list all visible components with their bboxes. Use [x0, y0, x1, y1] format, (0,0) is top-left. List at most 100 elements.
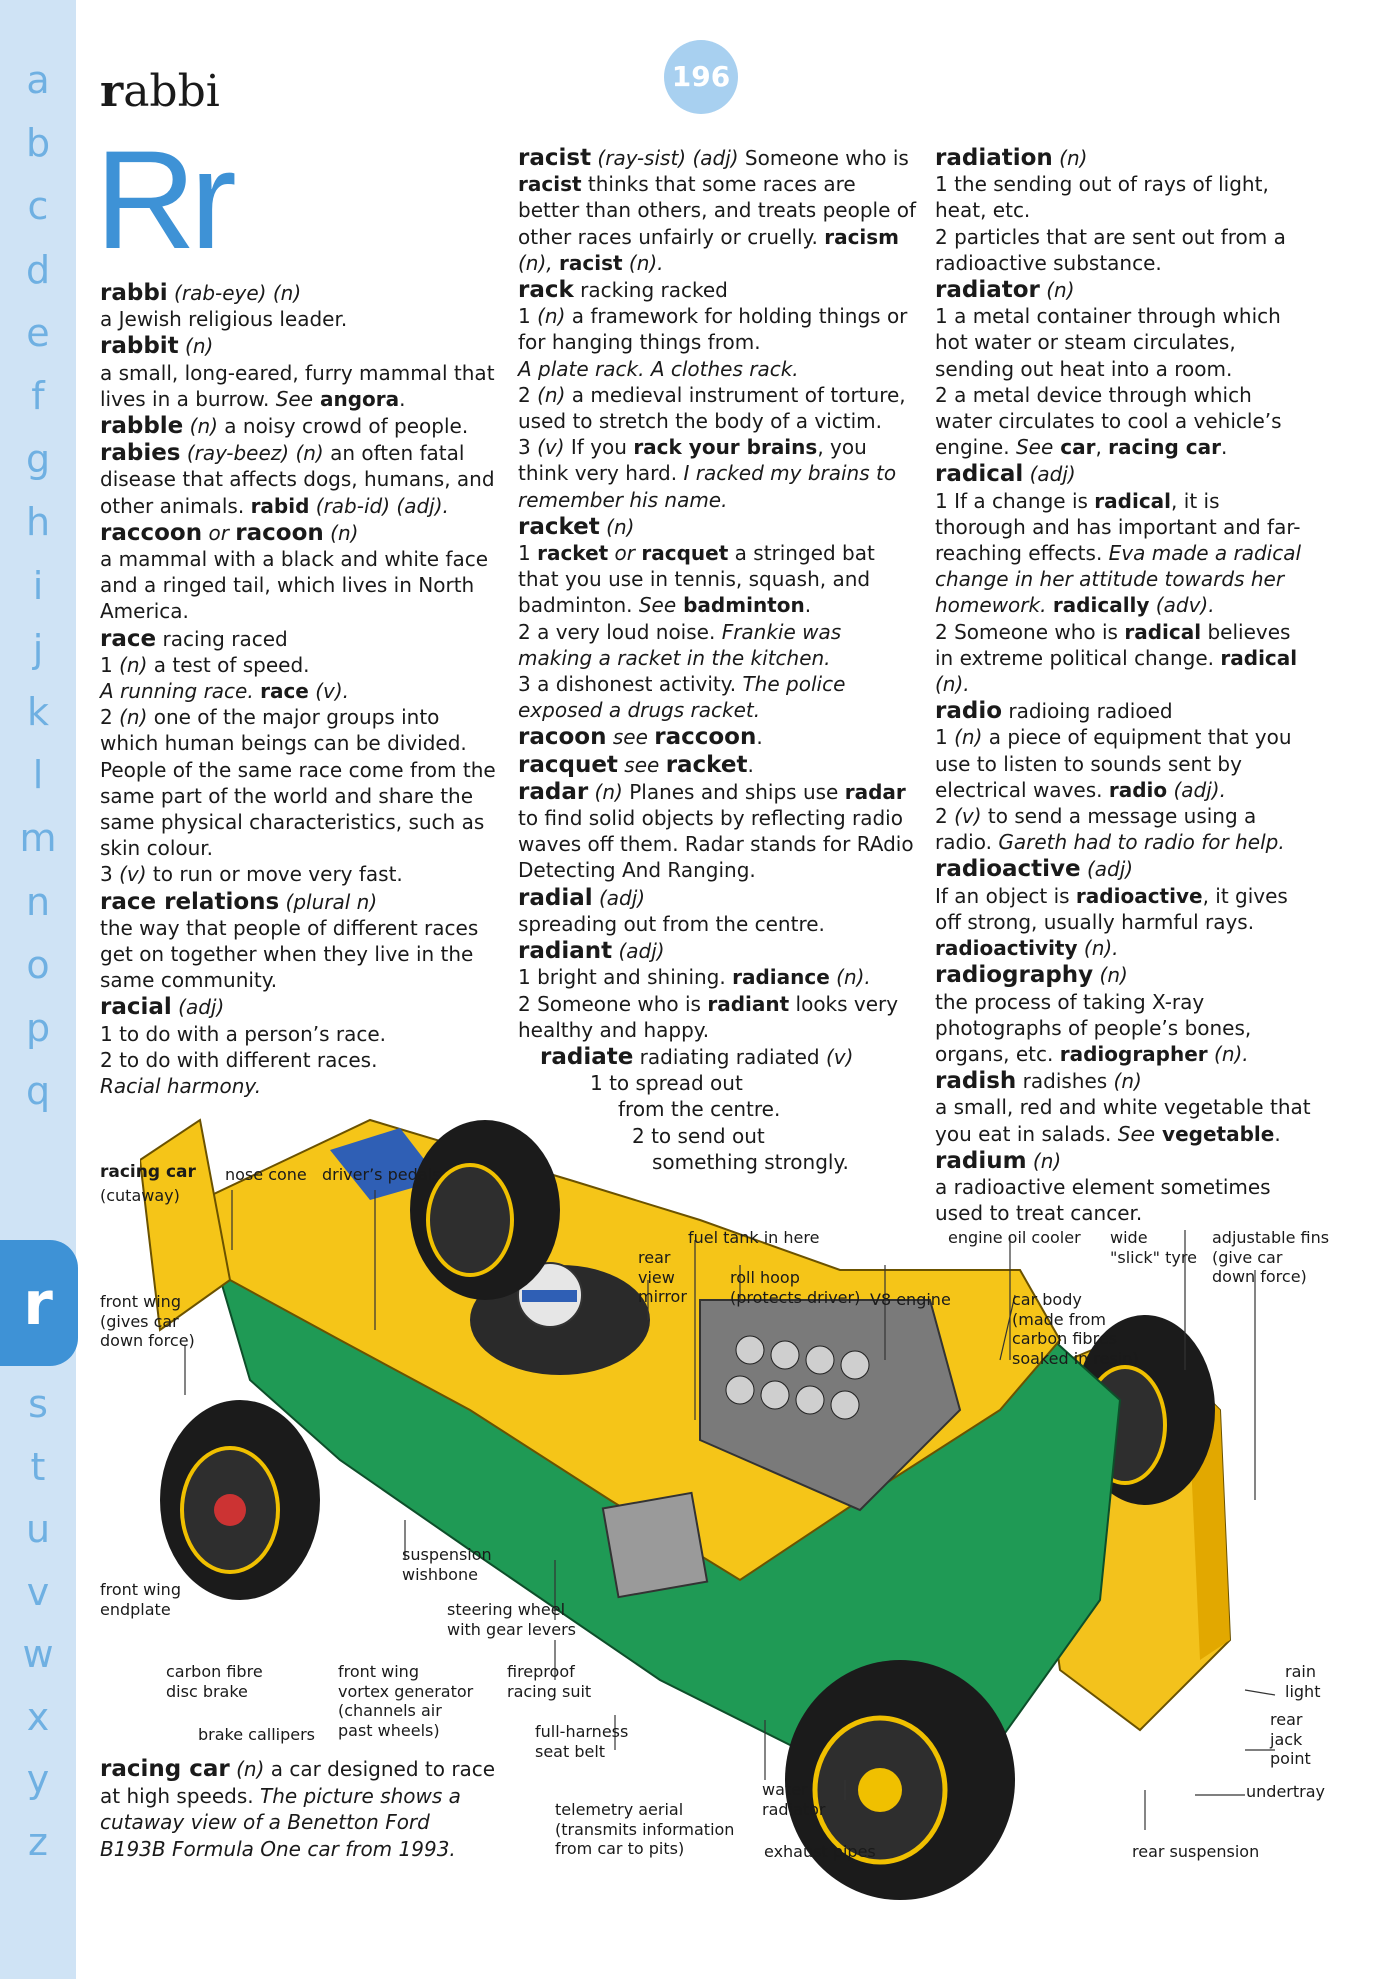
callout-roll-hoop: roll hoop (protects driver) — [730, 1268, 861, 1307]
entry-radio: radio radioing radioed 1 (n) a piece of … — [935, 698, 1315, 855]
keyword: radiant — [707, 991, 790, 1016]
alphabet-letter-u[interactable]: u — [25, 1507, 51, 1551]
callout-suspension-wishbone: suspension wishbone — [402, 1545, 492, 1584]
entry-radial: radial (adj)spreading out from the centr… — [518, 885, 918, 937]
alphabet-letter-m[interactable]: m — [19, 816, 57, 861]
cross-reference[interactable]: vegetable — [1155, 1121, 1275, 1146]
derived-word: radically — [1052, 593, 1150, 618]
keyword: radical — [1094, 488, 1172, 513]
definition: , it is thorough and has important and f… — [935, 488, 1301, 566]
alphabet-letter-d[interactable]: d — [25, 247, 51, 292]
entry-rack: rack racking racked 1 (n) a framework fo… — [518, 277, 918, 513]
cross-reference[interactable]: angora — [313, 386, 400, 411]
example: Gareth had to radio for help. — [998, 830, 1285, 855]
column-1: rabbi (rab-eye) (n)a Jewish religious le… — [100, 280, 500, 1100]
callout-steering-wheel: steering wheel with gear levers — [447, 1600, 577, 1639]
alphabet-letter-k[interactable]: k — [26, 690, 49, 734]
definition: 1 to do with a person’s race. — [100, 1021, 387, 1046]
part-of-speech: (n) — [1052, 146, 1088, 170]
alphabet-letter-x[interactable]: x — [26, 1694, 50, 1739]
sense-number: 3 — [518, 435, 538, 460]
callout-title-sub: (cutaway) — [100, 1186, 180, 1205]
alphabet-letter-a[interactable]: a — [26, 58, 50, 102]
alphabet-letter-o[interactable]: o — [26, 942, 50, 987]
part-of-speech: (v) — [119, 862, 147, 887]
headword: radiant — [518, 938, 613, 965]
alphabet-letter-i[interactable]: i — [32, 563, 44, 608]
cross-reference[interactable]: car — [1053, 435, 1096, 460]
callout-engine-oil-cooler: engine oil cooler — [948, 1228, 1081, 1247]
car-body — [178, 1118, 1122, 1772]
alphabet-letter-l[interactable]: l — [32, 753, 44, 798]
front-wing — [140, 1118, 232, 1332]
alphabet-letter-z[interactable]: z — [28, 1819, 48, 1864]
part-of-speech: (v) — [819, 1044, 854, 1069]
definition: Planes and ships use — [622, 779, 845, 804]
headword: race relations — [100, 888, 280, 915]
alphabet-letter-f[interactable]: f — [31, 374, 45, 418]
see-label: See — [1015, 435, 1054, 460]
callout-rain-light: rain light — [1285, 1662, 1321, 1701]
alphabet-letter-t[interactable]: t — [30, 1444, 46, 1489]
alphabet-letter-n[interactable]: n — [25, 879, 51, 924]
alphabet-letter-r[interactable]: r — [23, 1269, 53, 1339]
definition: a stringed bat that you use in tennis, s… — [518, 541, 875, 618]
alphabet-letter-v[interactable]: v — [26, 1569, 50, 1614]
callout-exhaust-pipes: exhaust pipes — [764, 1842, 876, 1861]
definition: believes in extreme political change. — [935, 619, 1291, 670]
cross-reference[interactable]: badminton — [676, 593, 805, 618]
part-of-speech: (n) — [588, 779, 623, 804]
guide-word: rabbi — [100, 62, 220, 122]
callout-front-wing-endplate: front wing endplate — [100, 1580, 181, 1619]
column-2: racist (ray-sist) (adj) Someone who is r… — [518, 145, 918, 1176]
cross-reference[interactable]: racket — [665, 751, 748, 778]
alphabet-letter-c[interactable]: c — [27, 184, 49, 229]
punctuation: . — [1274, 1121, 1281, 1146]
alphabet-letter-e[interactable]: e — [26, 310, 50, 355]
alphabet-letter-h[interactable]: h — [25, 500, 51, 545]
sense-number: 3 — [100, 862, 120, 887]
guide-word-initial: r — [100, 66, 124, 117]
headword: raccoon — [100, 519, 203, 546]
headword: radial — [518, 884, 593, 911]
keyword: radioactive — [1075, 883, 1203, 908]
definition: to run or move very fast. — [146, 862, 403, 887]
or-label: or — [608, 541, 642, 566]
cross-reference[interactable]: raccoon — [654, 724, 757, 751]
entry-radiation: radiation (n)1 the sending out of rays o… — [935, 145, 1315, 276]
entry-radiate: radiate radiating radiated (v) 1 to spre… — [518, 1044, 918, 1175]
front-tyre-right — [410, 1120, 560, 1300]
headword: racing car — [100, 1756, 230, 1782]
punctuation: . — [756, 725, 763, 750]
callout-wide-slick-tyre: wide "slick" tyre — [1110, 1228, 1197, 1267]
alphabet-letter-s[interactable]: s — [28, 1382, 48, 1426]
active-letter-tab[interactable] — [0, 1240, 78, 1366]
part-of-speech: (n) — [1026, 1148, 1062, 1173]
pronunciation: (ray-beez) (n) — [180, 441, 324, 466]
definition: a mammal with a black and white face and… — [100, 547, 489, 624]
alphabet-letter-b[interactable]: b — [25, 121, 51, 166]
callout-nose-cone: nose cone — [225, 1165, 307, 1184]
entry-rabbi: rabbi (rab-eye) (n)a Jewish religious le… — [100, 280, 500, 332]
cross-reference[interactable]: racing car — [1108, 435, 1221, 460]
alphabet-letter-p[interactable]: p — [25, 1006, 51, 1050]
alphabet-letter-y[interactable]: y — [26, 1757, 50, 1801]
definition: Someone who is — [738, 146, 909, 170]
word-forms: radioing radioed — [1002, 699, 1173, 724]
callout-front-wing: front wing (gives car down force) — [100, 1292, 195, 1350]
headword: rabies — [100, 440, 181, 467]
part-of-speech: (n) — [229, 1757, 265, 1781]
alphabet-sidebar — [0, 0, 76, 1979]
alphabet-letter-g[interactable]: g — [25, 437, 51, 482]
sense-number: 1 — [518, 304, 538, 329]
callout-adjustable-fins: adjustable fins (give car down force) — [1212, 1228, 1330, 1286]
callout-title: racing car — [100, 1162, 196, 1182]
alphabet-letter-q[interactable]: q — [25, 1069, 51, 1114]
headword: radar — [518, 778, 589, 805]
definition: something strongly. — [652, 1149, 849, 1174]
part-of-speech: (n) — [183, 414, 218, 439]
definition: a Jewish religious leader. — [100, 307, 348, 332]
alphabet-letter-j[interactable]: j — [32, 626, 44, 671]
alphabet-letter-w[interactable]: w — [22, 1632, 54, 1676]
definition: to find solid objects by reflecting radi… — [518, 806, 914, 883]
